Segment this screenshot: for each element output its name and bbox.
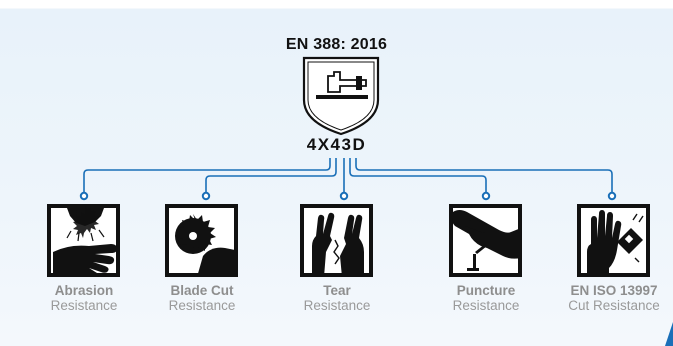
connector-dots xyxy=(79,191,617,201)
label-abrasion-sub: Resistance xyxy=(50,298,118,313)
abrasion-icon xyxy=(47,204,120,277)
blade-cut-icon xyxy=(165,204,238,277)
label-puncture: Puncture Resistance xyxy=(426,283,546,313)
corner-accent xyxy=(665,322,673,346)
label-tear-sub: Resistance xyxy=(303,298,371,313)
label-tear: Tear Resistance xyxy=(277,283,397,313)
top-band xyxy=(0,0,673,8)
label-puncture-sub: Resistance xyxy=(452,298,520,313)
performance-code: 4X43D xyxy=(306,135,367,154)
label-abrasion: Abrasion Resistance xyxy=(24,283,144,313)
shield-icon xyxy=(302,56,380,136)
label-iso-cut: EN ISO 13997 Cut Resistance xyxy=(554,283,673,313)
connector-lines xyxy=(83,158,613,196)
standard-title: EN 388: 2016 xyxy=(285,36,388,53)
label-abrasion-bold: Abrasion xyxy=(54,283,114,298)
label-iso-cut-bold: EN ISO 13997 xyxy=(570,283,658,298)
puncture-icon xyxy=(449,204,522,277)
label-blade-cut-sub: Resistance xyxy=(168,298,236,313)
label-tear-bold: Tear xyxy=(323,283,351,298)
iso-cut-icon xyxy=(577,204,650,277)
label-puncture-bold: Puncture xyxy=(456,283,516,298)
label-iso-cut-sub: Cut Resistance xyxy=(568,298,660,313)
label-blade-cut-bold: Blade Cut xyxy=(170,283,234,298)
label-blade-cut: Blade Cut Resistance xyxy=(142,283,262,313)
tear-icon xyxy=(300,204,373,277)
